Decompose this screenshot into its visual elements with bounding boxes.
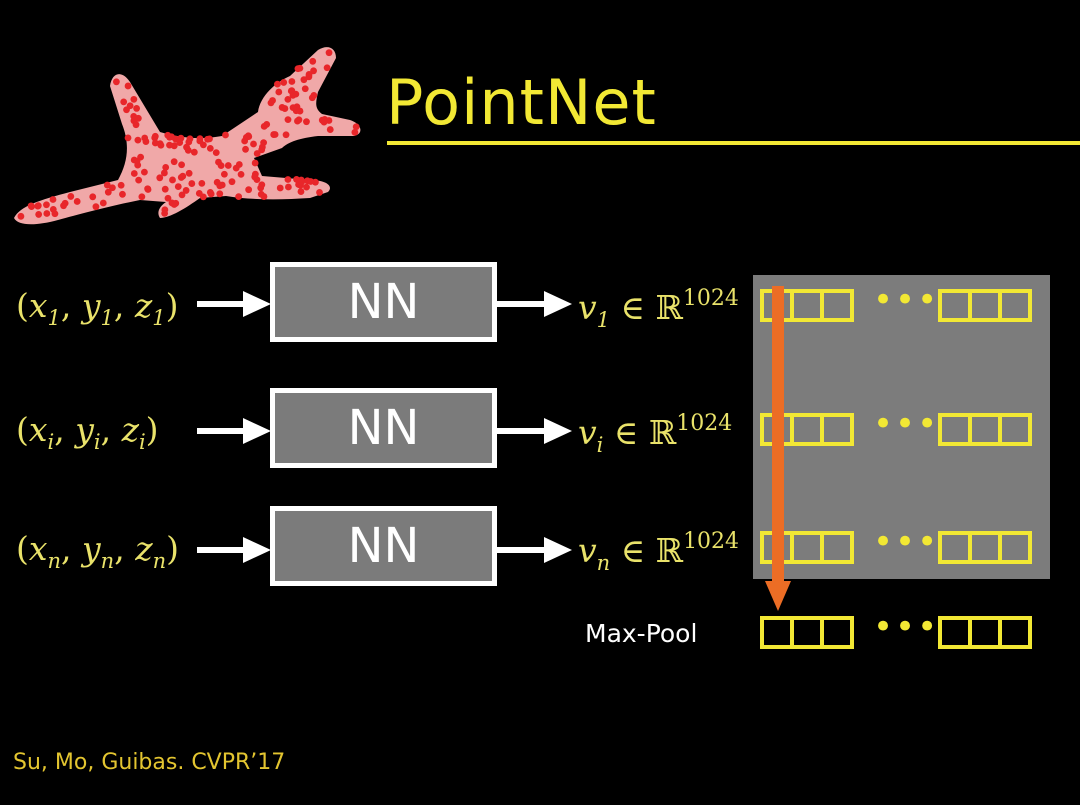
airplane-silhouette [14, 47, 361, 225]
maxpool-vector-end [938, 616, 1032, 649]
nn-box-n: NN [270, 506, 497, 586]
maxpool-vector-start [760, 616, 854, 649]
page-title: PointNet [386, 66, 657, 139]
vector-row-n-end [938, 531, 1032, 564]
vector-row-i-ellipsis: ••• [873, 404, 940, 444]
vector-row-1-end [938, 289, 1032, 322]
vector-row-i-start [760, 413, 854, 446]
nn-box-i: NN [270, 388, 497, 468]
feature-vector-label-n: vn ∈ ℝ1024 [578, 529, 740, 575]
nn-box-1: NN [270, 262, 497, 342]
title-underline [387, 141, 1080, 145]
feature-vector-label-1: v1 ∈ ℝ1024 [578, 286, 739, 332]
vector-row-i-end [938, 413, 1032, 446]
input-point-i: (xi, yi, zi) [16, 410, 159, 454]
arrow-input-n [197, 537, 271, 563]
maxpool-vector-ellipsis: ••• [873, 607, 940, 647]
arrow-input-1 [197, 291, 271, 317]
arrow-input-i [197, 418, 271, 444]
arrow-output-n [497, 537, 572, 563]
input-point-n: (xn, yn, zn) [16, 529, 179, 573]
arrow-output-i [497, 418, 572, 444]
vector-row-n-ellipsis: ••• [873, 522, 940, 562]
airplane-point-cloud [14, 47, 361, 225]
citation: Su, Mo, Guibas. CVPR’17 [13, 750, 286, 775]
maxpool-label: Max-Pool [585, 619, 698, 648]
arrow-output-1 [497, 291, 572, 317]
point-samples [17, 49, 360, 220]
input-point-1: (x1, y1, z1) [16, 286, 179, 330]
feature-vector-label-i: vi ∈ ℝ1024 [578, 411, 733, 457]
vector-row-1-ellipsis: ••• [873, 280, 940, 320]
